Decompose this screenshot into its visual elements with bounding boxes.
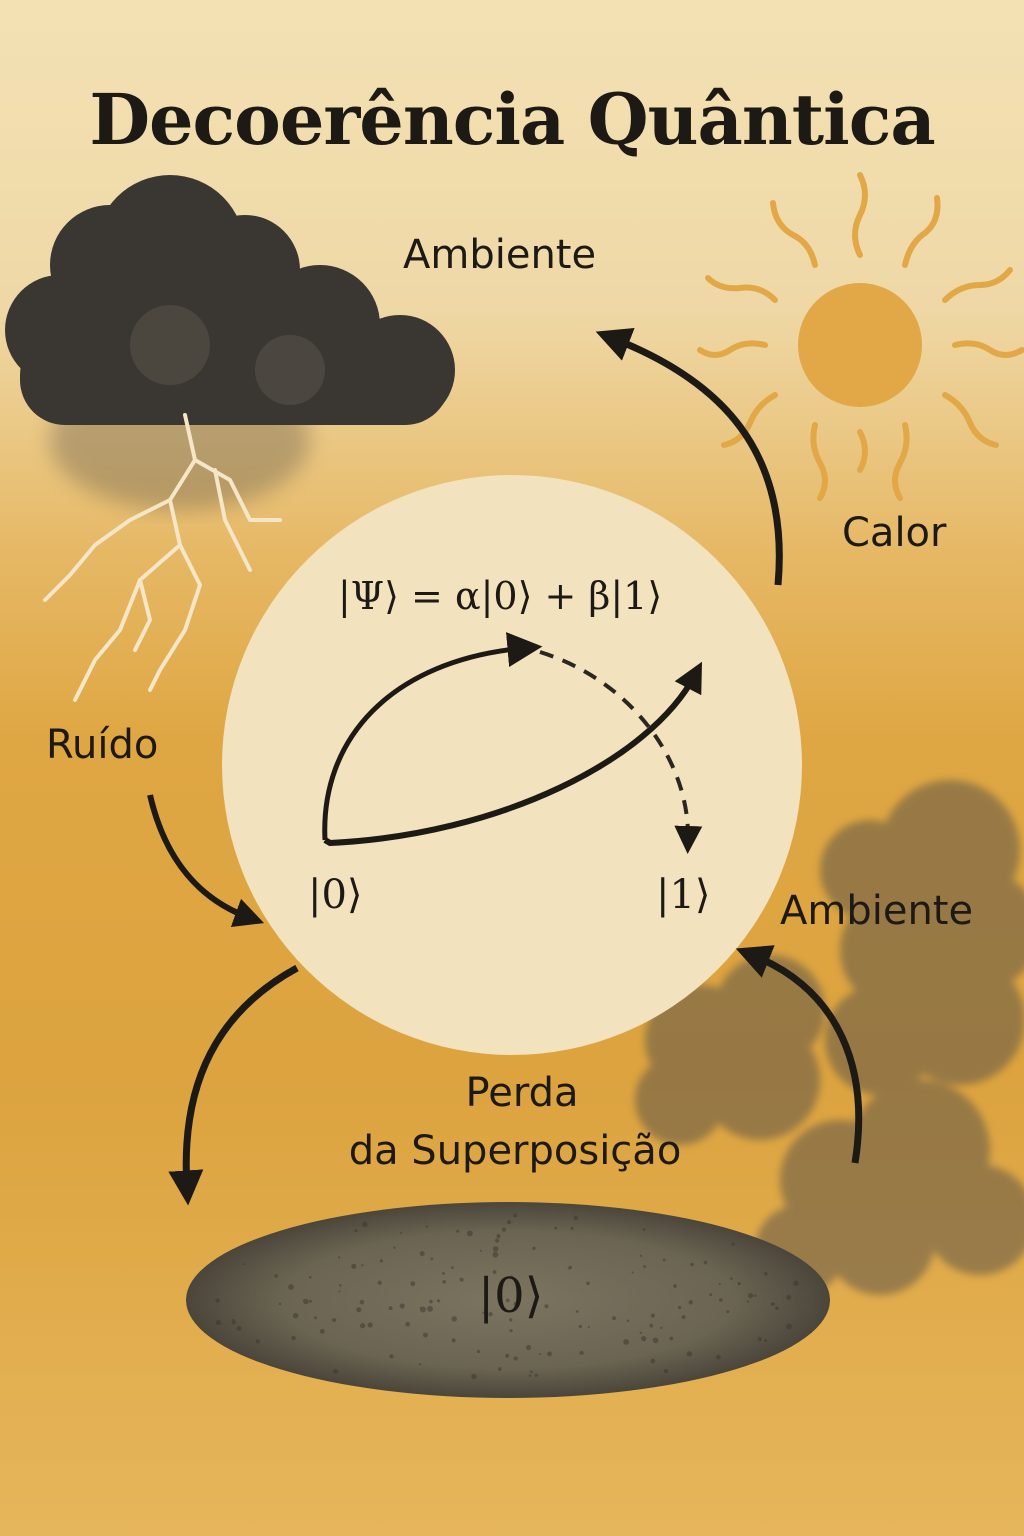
lightning-icon [43,413,282,702]
ket-zero-label: |0⟩ [308,872,363,918]
state-equation: |Ψ⟩ = α|0⟩ + β|1⟩ [338,574,663,618]
label-ambiente-top: Ambiente [403,232,597,278]
storm-cloud-icon [5,175,455,510]
page-title: Decoerência Quântica [89,78,935,161]
arrow-ambiente-right [735,945,863,1164]
smoke-cloud-icon [635,780,1024,1295]
label-perda: Perda [465,1070,579,1116]
bloch-circle [222,475,802,1055]
label-ruido: Ruído [46,722,159,768]
arrow-ruido [147,794,265,928]
arrow-perda [168,964,299,1206]
disk-speckles [215,1213,799,1380]
label-calor: Calor [842,510,947,556]
sun-icon [697,172,1024,501]
label-ambiente-right: Ambiente [780,888,974,934]
state-curve-arrow [323,661,703,847]
ket-one-label: |1⟩ [656,872,711,918]
state-arc-arrow [322,632,543,841]
arrow-to-ambiente-top [595,328,783,586]
collapsed-ket-label: |0⟩ [478,1268,544,1324]
label-superposicao: da Superposição [348,1128,682,1174]
collapse-dashed-arrow [539,650,703,854]
